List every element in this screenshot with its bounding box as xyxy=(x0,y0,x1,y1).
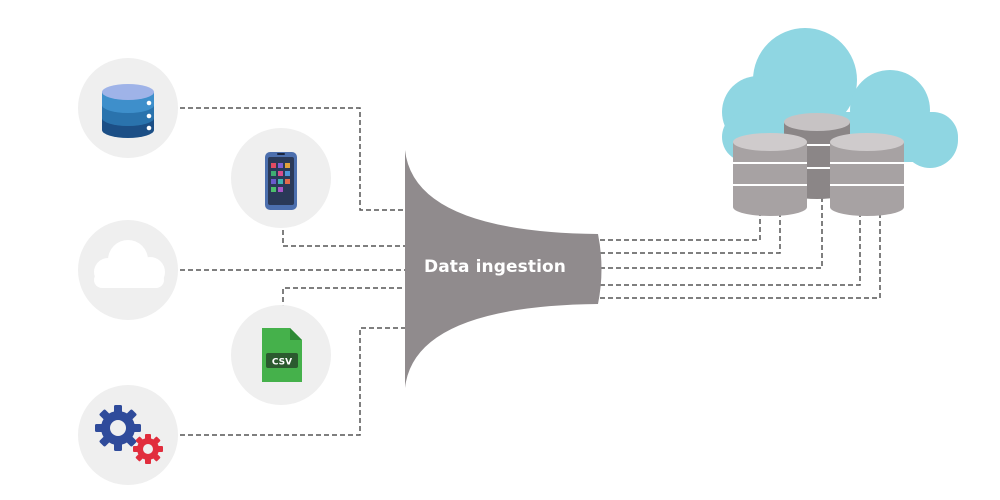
connector-out-5 xyxy=(600,215,881,299)
database-icon xyxy=(102,84,154,138)
connector-mobile xyxy=(282,222,405,247)
connector-out-3 xyxy=(600,190,823,269)
connector-csv xyxy=(282,287,405,310)
connector-database xyxy=(180,107,405,211)
ingestion-funnel xyxy=(405,150,602,388)
gears-icon xyxy=(95,405,163,464)
connector-out-4 xyxy=(600,215,861,286)
data-ingestion-label: Data ingestion xyxy=(424,257,566,277)
connector-out-1 xyxy=(600,215,761,241)
database-cylinder-left xyxy=(733,133,807,216)
cloud-database-icon xyxy=(722,28,958,216)
connector-gears xyxy=(180,327,405,436)
cloud-icon xyxy=(94,240,165,288)
storage-connectors xyxy=(600,190,881,299)
csv-badge-text: CSV xyxy=(272,358,292,368)
source-connectors xyxy=(180,107,405,436)
database-cylinder-right xyxy=(830,133,904,216)
connector-out-2 xyxy=(600,215,781,254)
smartphone-icon xyxy=(265,152,297,210)
csv-file-icon: CSV xyxy=(262,328,302,382)
